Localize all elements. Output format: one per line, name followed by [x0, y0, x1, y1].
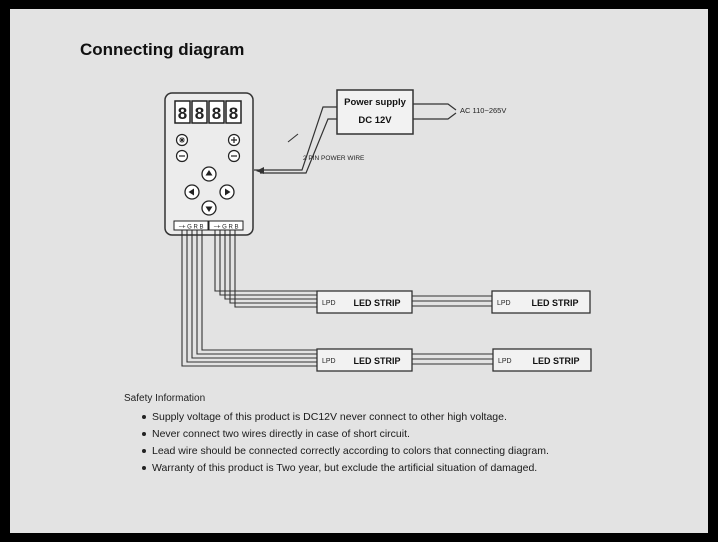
- page-title: Connecting diagram: [80, 40, 245, 59]
- safety-item-text: Never connect two wires directly in case…: [152, 428, 410, 440]
- lower-wires: [181, 230, 317, 367]
- digit-2: 8: [195, 104, 204, 123]
- bullet-icon: [142, 432, 146, 437]
- plus-icon: [227, 133, 241, 147]
- power-wire-label: 2 PIN POWER WIRE: [303, 155, 365, 162]
- lpd-label: LPD: [497, 300, 511, 307]
- arrow-up-icon: [201, 166, 217, 182]
- strip-link-lower: [412, 353, 493, 365]
- power-supply: Power supply DC 12V: [336, 89, 414, 135]
- lpd-label: LPD: [498, 358, 512, 365]
- connecting-diagram: 8 8 8 8: [164, 89, 592, 372]
- digit-1: 8: [178, 104, 187, 123]
- arrow-left-icon: [184, 184, 200, 200]
- wire-arrow-icon: [256, 167, 264, 174]
- lpd-label: LPD: [322, 300, 336, 307]
- bullet-icon: [142, 415, 146, 420]
- led-strip-1: LPD LED STRIP: [316, 290, 413, 314]
- safety-item-text: Warranty of this product is Two year, bu…: [152, 462, 538, 474]
- terminal-block-right: −+ G R B: [208, 220, 244, 231]
- led-strip-label: LED STRIP: [353, 298, 400, 308]
- manual-page: Connecting diagram 8 8 8 8: [10, 9, 708, 533]
- led-strip-2: LPD LED STRIP: [491, 290, 591, 314]
- controller: 8 8 8 8: [164, 92, 254, 236]
- strip-link-upper: [412, 295, 492, 307]
- arrow-down-icon: [201, 200, 217, 216]
- safety-item-text: Lead wire should be connected correctly …: [152, 445, 549, 457]
- digit-display: 8 8 8 8: [174, 100, 242, 124]
- terminal-label-left: −+ G R B: [178, 225, 203, 231]
- minus-left-icon: [175, 149, 189, 163]
- safety-item: Supply voltage of this product is DC12V …: [142, 409, 549, 426]
- safety-heading: Safety Information: [124, 393, 206, 404]
- ac-input-wires: [413, 103, 457, 120]
- ac-label: AC 110~265V: [460, 106, 506, 115]
- mode-icon: [175, 133, 189, 147]
- led-strip-label: LED STRIP: [531, 298, 578, 308]
- minus-right-icon: [227, 149, 241, 163]
- bullet-icon: [142, 449, 146, 454]
- digit-4: 8: [229, 104, 238, 123]
- safety-item-text: Supply voltage of this product is DC12V …: [152, 411, 507, 423]
- safety-list: Supply voltage of this product is DC12V …: [142, 409, 549, 477]
- led-strip-label: LED STRIP: [532, 356, 579, 366]
- safety-item: Lead wire should be connected correctly …: [142, 443, 549, 460]
- power-supply-label: Power supply: [344, 97, 406, 108]
- led-strip-3: LPD LED STRIP: [316, 348, 413, 372]
- power-wire: [254, 106, 337, 174]
- digit-3: 8: [212, 104, 221, 123]
- safety-item: Warranty of this product is Two year, bu…: [142, 460, 549, 477]
- controller-body: [164, 92, 254, 236]
- bullet-icon: [142, 466, 146, 471]
- terminal-block-left: −+ G R B: [173, 220, 209, 231]
- arrow-right-icon: [219, 184, 235, 200]
- lpd-label: LPD: [322, 358, 336, 365]
- terminal-label-right: −+ G R B: [213, 225, 238, 231]
- safety-item: Never connect two wires directly in case…: [142, 426, 549, 443]
- led-strip-4: LPD LED STRIP: [492, 348, 592, 372]
- power-supply-voltage: DC 12V: [358, 115, 392, 126]
- led-strip-label: LED STRIP: [353, 356, 400, 366]
- upper-wires: [214, 230, 317, 308]
